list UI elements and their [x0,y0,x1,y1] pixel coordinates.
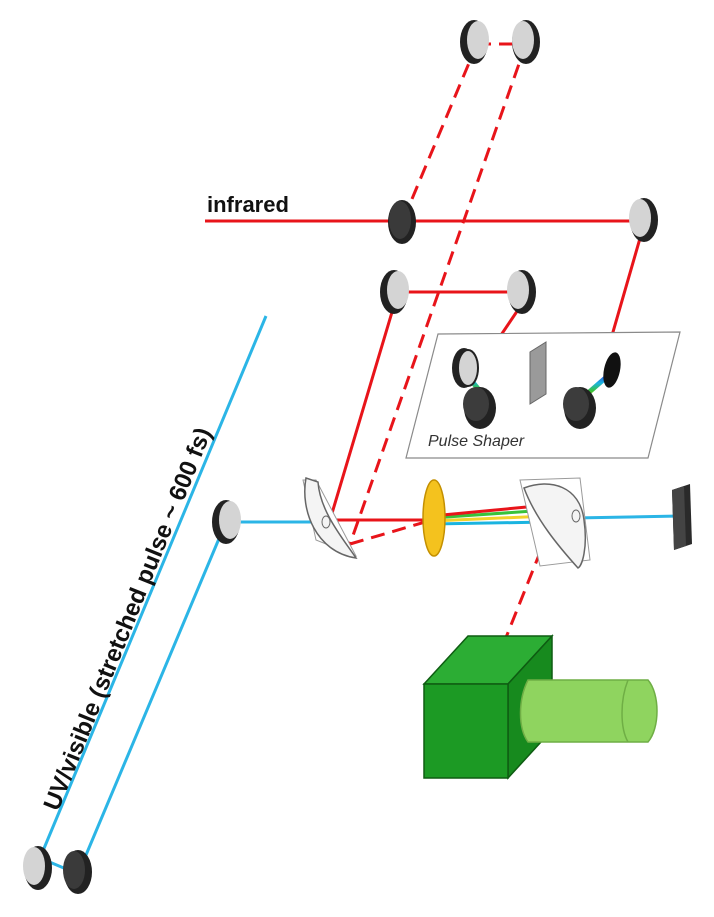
mirror-bottom-right-icon [63,850,92,894]
pulse-shaper-label: Pulse Shaper [428,433,525,450]
mirror-uv-icon [212,500,241,544]
infrared-label: infrared [207,192,289,217]
shaper-mirror-left-icon [452,348,479,388]
mask-icon [529,341,547,405]
sample-icon [422,479,446,557]
mirror-mid-left-icon [380,270,409,314]
pulse-shaper: Pulse Shaper [405,331,681,459]
parabolic-mirror-right-icon [519,477,591,569]
mirror-infrared-left-icon [388,200,416,244]
mirror-bottom-left-icon [23,846,52,890]
camera-detector-icon [422,634,658,780]
shaper-grating-right-icon [603,352,621,388]
beam-dump-icon [672,484,692,550]
mirror-top-left-icon [460,20,489,64]
shaper-lens-right-icon [563,387,596,429]
mirror-mid-right-icon [507,270,536,314]
mirror-top-right-icon [512,20,540,64]
mirror-infrared-right-icon [629,198,658,242]
parabolic-mirror-left-icon [302,477,358,559]
shaper-lens-left-icon [463,387,496,429]
